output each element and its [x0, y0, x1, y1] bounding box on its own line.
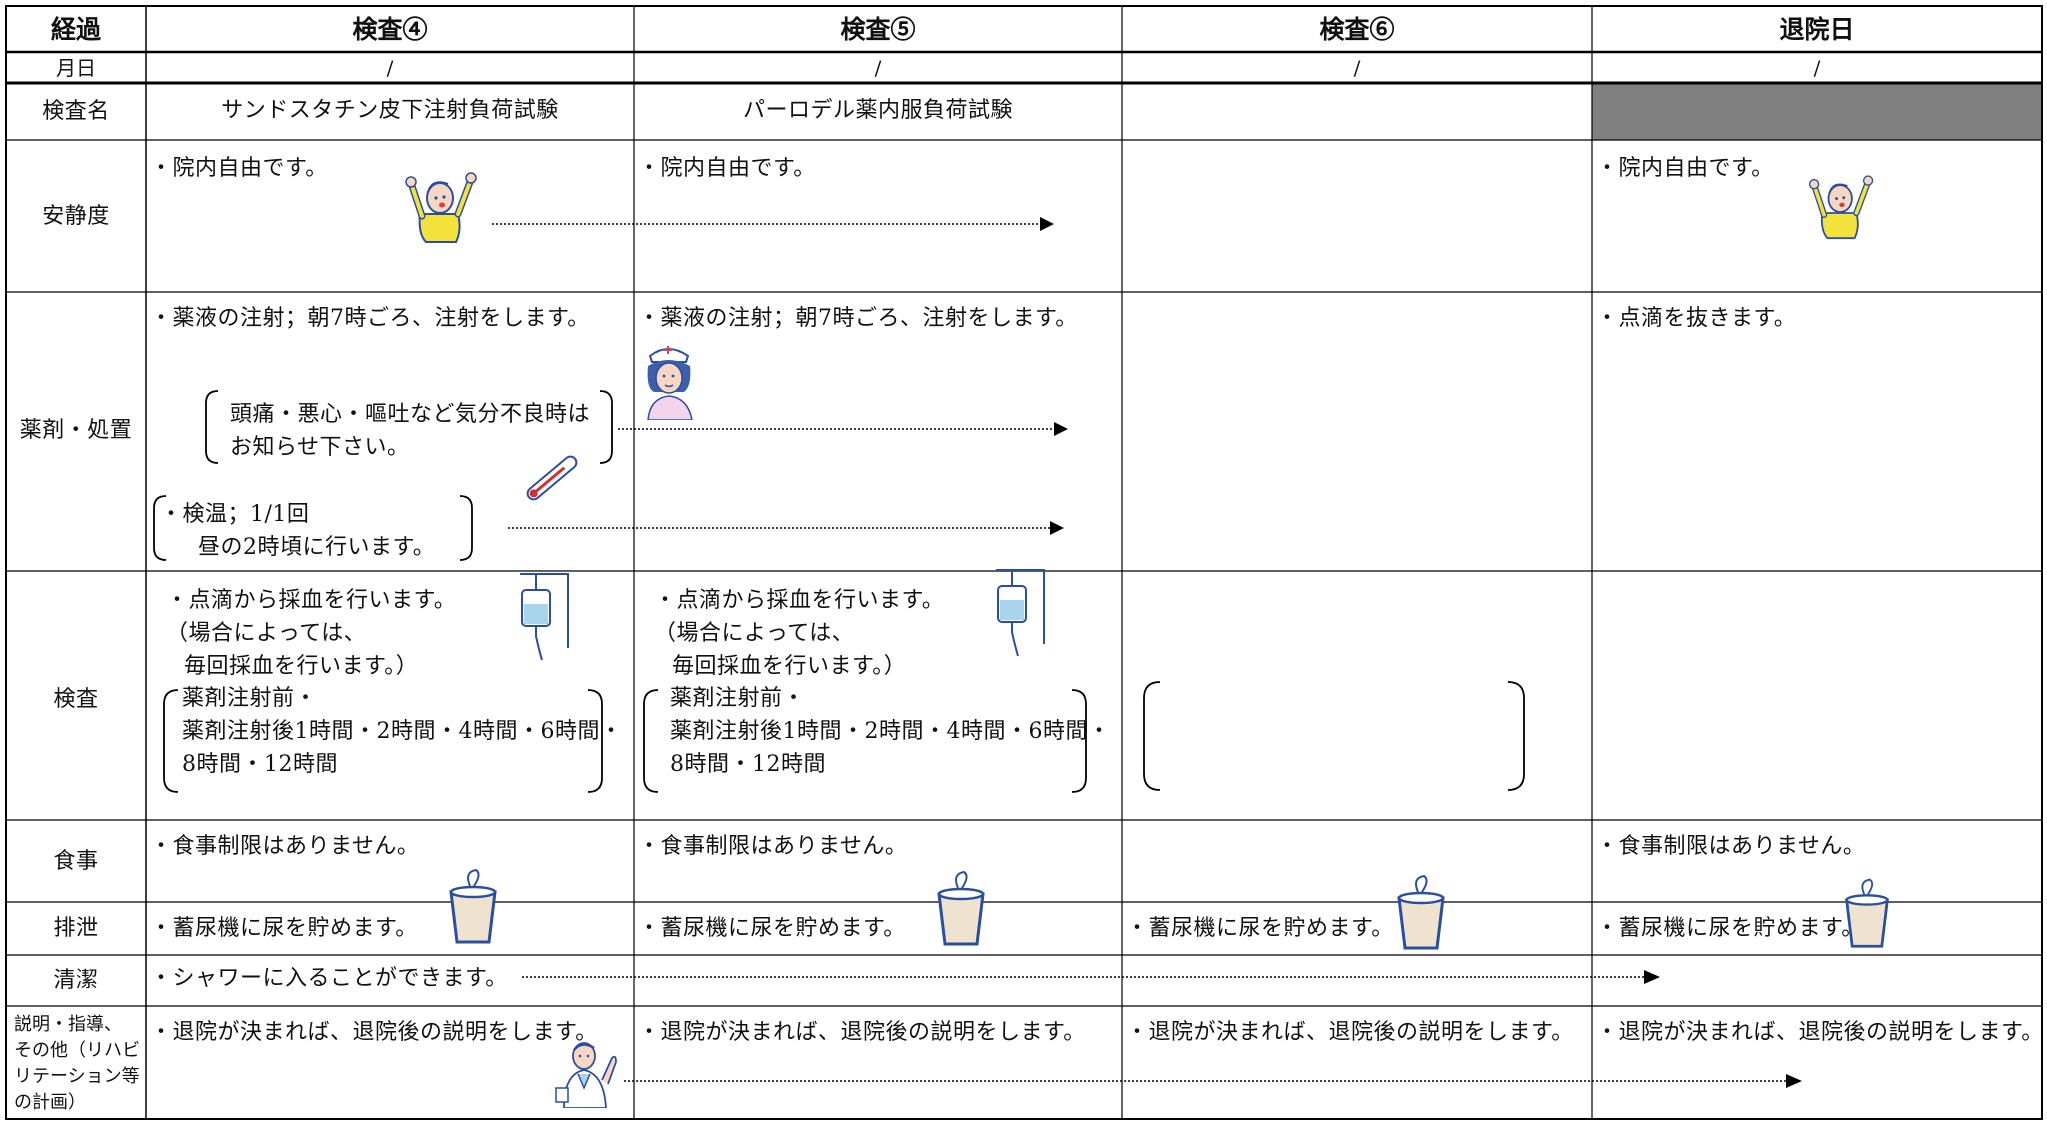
discharge-exam-name-cell: [1592, 84, 2042, 140]
excretion-exam4: ・蓄尿機に尿を貯めます。: [150, 916, 418, 941]
date-exam5[interactable]: /: [874, 56, 882, 80]
meds-discharge: ・点滴を抜きます。: [1596, 306, 1797, 331]
excretion-exam6: ・蓄尿機に尿を貯めます。: [1126, 916, 1394, 941]
explain-exam6: ・退院が決まれば、退院後の説明をします。: [1126, 1020, 1574, 1045]
row-label-explain: 説明・指導、 その他（リハビ リテーション等 の計画）: [14, 1014, 140, 1113]
meal-exam5: ・食事制限はありません。: [638, 834, 908, 859]
patient-cheering-icon: [405, 172, 477, 243]
meds-notice-exam4: 頭痛・悪心・嘔吐など気分不良時は お知らせ下さい。: [230, 402, 591, 460]
thermometer-icon: [526, 455, 578, 501]
rest-exam5: ・院内自由です。: [638, 156, 816, 181]
header-exam5: 検査⑤: [840, 15, 916, 44]
header-exam4: 検査④: [352, 15, 428, 44]
header-exam6: 検査⑥: [1319, 15, 1395, 44]
row-label-hygiene: 清潔: [53, 968, 99, 993]
patient-cheering-icon: [1808, 175, 1874, 240]
tests-times-exam5: 薬剤注射前・ 薬剤注射後1時間・2時間・4時間・6時間・ 8時間・12時間: [670, 686, 1111, 777]
header-progress: 経過: [50, 15, 101, 44]
nurse-icon: [647, 346, 693, 420]
date-exam6[interactable]: /: [1353, 56, 1361, 80]
doctor-icon: [555, 1042, 617, 1108]
meal-discharge: ・食事制限はありません。: [1596, 834, 1866, 859]
iv-drip-icon: [996, 569, 1045, 657]
header-discharge-day: 退院日: [1779, 15, 1855, 44]
rest-exam4: ・院内自由です。: [150, 156, 328, 181]
date-label: 月日: [56, 56, 96, 80]
excretion-exam5: ・蓄尿機に尿を貯めます。: [638, 916, 906, 941]
row-label-exam-name: 検査名: [42, 99, 110, 124]
exam-name-exam4: サンドスタチン皮下注射負荷試験: [221, 98, 559, 123]
date-exam4[interactable]: /: [386, 56, 394, 80]
explain-exam5: ・退院が決まれば、退院後の説明をします。: [638, 1020, 1086, 1045]
row-label-meal: 食事: [53, 849, 99, 874]
meal-exam4: ・食事制限はありません。: [150, 834, 420, 859]
tests-times-exam4: 薬剤注射前・ 薬剤注射後1時間・2時間・4時間・6時間・ 8時間・12時間: [182, 686, 623, 777]
rest-discharge: ・院内自由です。: [1596, 156, 1774, 181]
row-label-excretion: 排泄: [53, 916, 99, 941]
iv-drip-icon: [520, 573, 569, 661]
exam-name-exam5: パーロデル薬内服負荷試験: [742, 98, 1013, 123]
urine-cup-icon: [1845, 878, 1889, 948]
explain-exam4: ・退院が決まれば、退院後の説明をします。: [150, 1020, 598, 1045]
row-label-rest: 安静度: [42, 204, 110, 229]
row-label-tests: 検査: [53, 687, 99, 712]
urine-cup-icon: [449, 868, 497, 944]
meds-injection-exam5: ・薬液の注射；朝7時ごろ、注射をします。: [638, 306, 1078, 331]
meds-injection-exam4: ・薬液の注射；朝7時ごろ、注射をします。: [150, 306, 590, 331]
date-discharge[interactable]: /: [1813, 56, 1821, 80]
hygiene-exam4: ・シャワーに入ることができます。: [150, 966, 508, 991]
row-label-meds: 薬剤・処置: [19, 418, 133, 443]
tests-exam4: ・点滴から採血を行います。 （場合によっては、 毎回採血を行います。）: [166, 588, 457, 679]
meds-temperature-exam4: ・検温；1/1回 昼の2時頃に行います。: [160, 502, 436, 560]
urine-cup-icon: [1397, 874, 1445, 950]
tests-exam5: ・点滴から採血を行います。 （場合によっては、 毎回採血を行います。）: [654, 588, 945, 679]
excretion-discharge: ・蓄尿機に尿を貯めます。: [1596, 916, 1864, 941]
arrowheads: [1040, 217, 1802, 1088]
urine-cup-icon: [937, 870, 985, 946]
explain-discharge: ・退院が決まれば、退院後の説明をします。: [1596, 1020, 2044, 1045]
brackets: [153, 390, 1525, 793]
